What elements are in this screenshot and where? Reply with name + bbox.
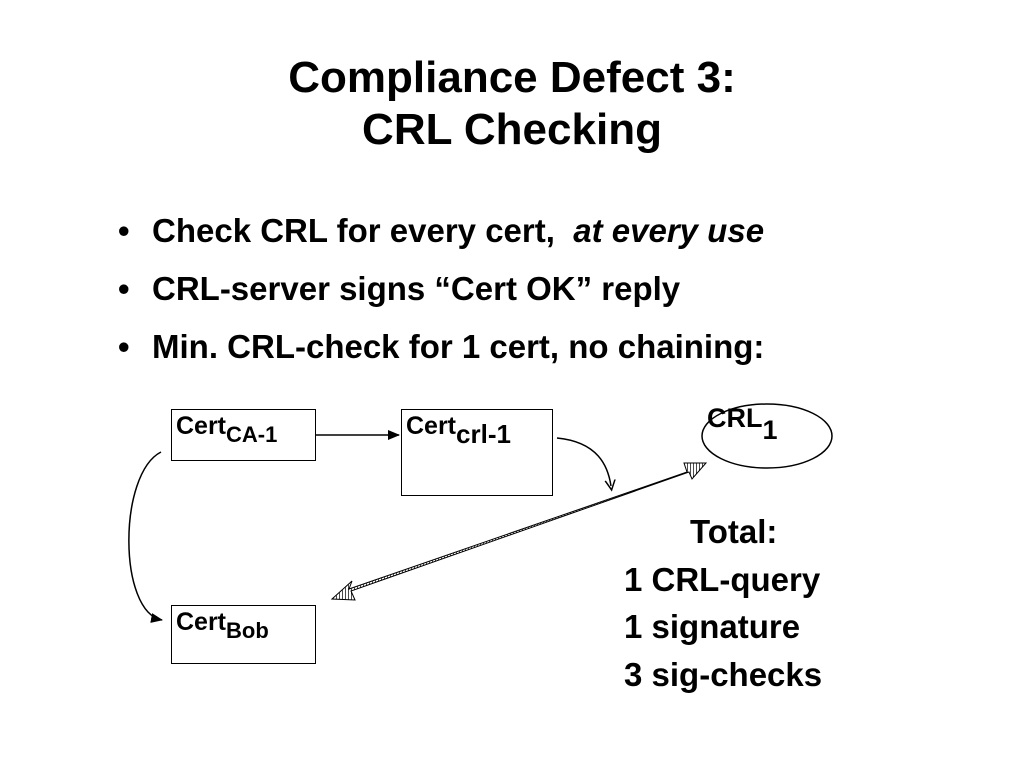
bullet-item-3: • Min. CRL-check for 1 cert, no chaining: <box>118 324 764 382</box>
bullet-dot-icon: • <box>118 328 130 365</box>
bullet-text-3: Min. CRL-check for 1 cert, no chaining: <box>152 328 765 365</box>
bullet-text-1: Check CRL for every cert, <box>152 212 555 249</box>
cert-ca-box: CertCA-1 <box>171 409 316 461</box>
cert-crl-base: Cert <box>406 412 457 440</box>
cert-bob-sub: Bob <box>226 618 269 643</box>
cert-crl-label: Certcrl-1 <box>406 412 511 447</box>
cert-crl-box: Certcrl-1 <box>401 409 553 496</box>
title-line-1: Compliance Defect 3: <box>288 53 736 102</box>
crl-node-label: CRL1 <box>707 403 778 444</box>
total-line-3: 3 sig-checks <box>624 655 823 693</box>
total-line-2: 1 signature <box>624 608 801 645</box>
crl-node-sub: 1 <box>762 415 778 445</box>
bullet-item-1: • Check CRL for every cert, at every use <box>118 208 764 266</box>
crl-node-base: CRL <box>707 403 763 433</box>
cert-bob-base: Cert <box>176 608 227 636</box>
cert-crl-sub: crl-1 <box>456 419 511 449</box>
bullet-item-2: • CRL-server signs “Cert OK” reply <box>118 266 764 324</box>
cert-ca-sub: CA-1 <box>226 422 278 447</box>
bullet-text-2: CRL-server signs “Cert OK” reply <box>152 270 681 307</box>
crl-node-ellipse <box>701 403 833 469</box>
cert-ca-label: CertCA-1 <box>176 412 277 446</box>
slide-title: Compliance Defect 3: CRL Checking <box>0 52 1024 156</box>
total-line-1: 1 CRL-query <box>624 560 821 598</box>
total-summary: Total: 1 CRL-query 1 signature 3 sig-che… <box>624 508 822 698</box>
bullet-dot-icon: • <box>118 270 130 307</box>
cert-bob-box: CertBob <box>171 605 316 664</box>
arrow-ca-to-bob <box>128 451 163 623</box>
hatched-double-arrow <box>330 462 708 601</box>
cert-ca-base: Cert <box>176 412 227 440</box>
total-heading: Total: <box>690 513 778 550</box>
cert-bob-label: CertBob <box>176 608 269 642</box>
bullet-list: •Check CRL for every cert, at every use … <box>118 208 764 382</box>
arrow-crl-cert-to-link <box>556 437 611 486</box>
bullet-emphasis: at every use <box>573 212 765 249</box>
bullet-dot-icon: • <box>118 212 130 249</box>
title-line-2: CRL Checking <box>362 105 662 154</box>
